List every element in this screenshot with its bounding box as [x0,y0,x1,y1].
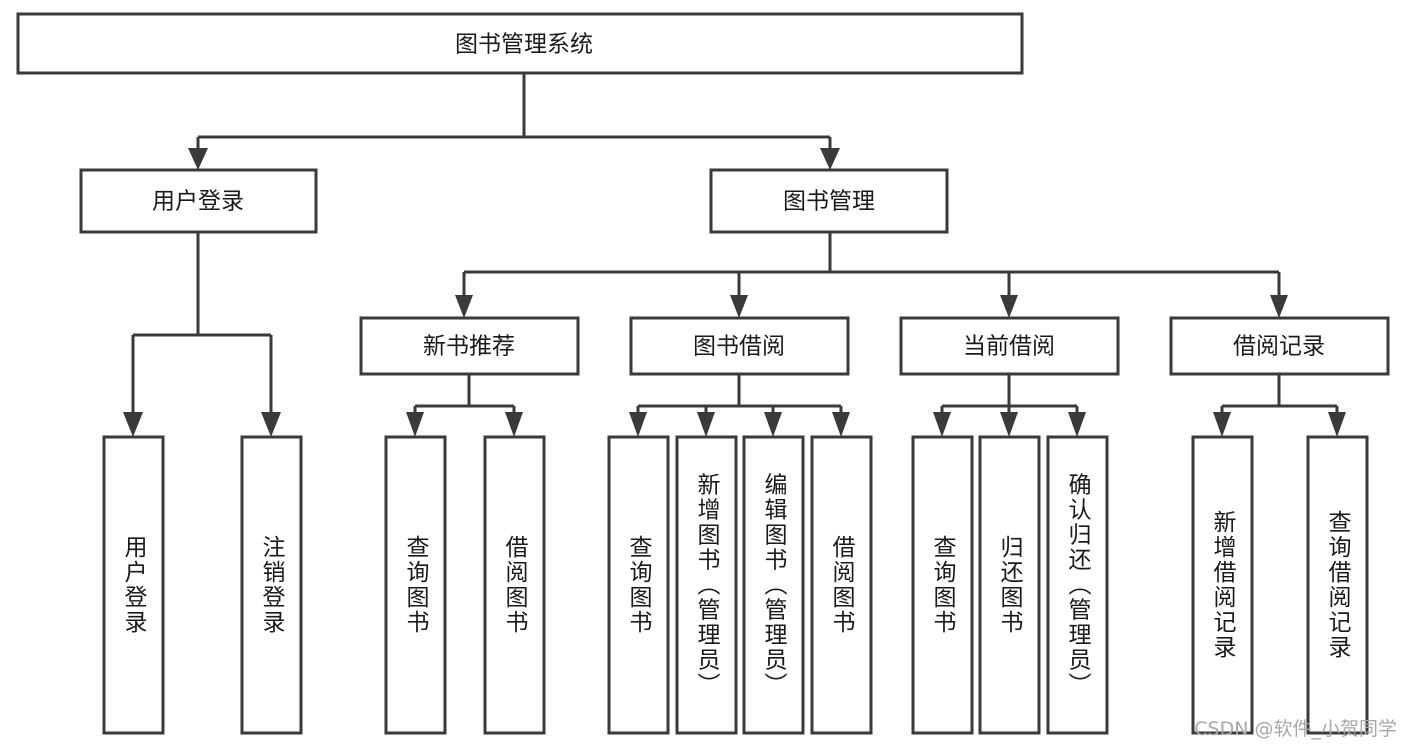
node-leaf-query-book-1[interactable]: 查询图书 [384,435,447,735]
node-leaf-add-book-label: 新增图书（管理员） [693,473,721,698]
arrowhead-current-borrow [1000,295,1018,318]
node-leaf-query-book-2-label: 查询图书 [625,535,653,635]
node-leaf-edit-book-box [742,435,805,735]
arrowhead-leaf-borrow-book-2 [832,412,850,437]
arrowhead-book-manage [820,148,840,170]
node-leaf-user-login-box [102,435,165,735]
node-leaf-edit-book-label: 编辑图书（管理员） [760,473,788,698]
node-leaf-confirm-return-box [1046,435,1109,735]
node-root-box [16,12,1024,75]
node-leaf-query-book-2[interactable]: 查询图书 [607,435,670,735]
node-book-manage-label: 图书管理 [783,189,875,215]
node-book-borrow[interactable]: 图书借阅 [629,316,850,376]
node-leaf-logout-box [240,435,303,735]
arrowhead-leaf-logout [261,412,281,437]
node-leaf-query-book-3[interactable]: 查询图书 [911,435,974,735]
node-leaf-return-book-box [978,435,1041,735]
node-leaf-return-book-label: 归还图书 [996,535,1024,635]
node-user-login-label: 用户登录 [152,189,244,215]
arrowhead-new-book-rec [455,295,473,318]
node-leaf-add-record-label: 新增借阅记录 [1209,510,1237,660]
node-leaf-query-record[interactable]: 查询借阅记录 [1306,435,1369,735]
node-leaf-borrow-book-2-label: 借阅图书 [828,535,856,635]
node-leaf-logout-label: 注销登录 [258,535,286,635]
node-new-book-rec-label: 新书推荐 [423,334,515,360]
arrowhead-leaf-edit-book [764,412,782,437]
node-leaf-query-book-3-label: 查询图书 [929,535,957,635]
arrowhead-leaf-borrow-book-1 [505,412,523,437]
node-current-borrow-label: 当前借阅 [963,334,1055,360]
node-current-borrow[interactable]: 当前借阅 [899,316,1120,376]
node-book-manage-box [709,168,949,234]
node-current-borrow-box [899,316,1120,376]
arrowhead-user-login [188,148,208,170]
node-leaf-query-book-3-box [911,435,974,735]
node-borrow-record-box [1169,316,1390,376]
connector-layer [123,73,1346,437]
node-borrow-record[interactable]: 借阅记录 [1169,316,1390,376]
node-leaf-user-login-label: 用户登录 [120,535,148,635]
node-root-label: 图书管理系统 [455,32,593,58]
arrowhead-leaf-return-book [1000,412,1018,437]
node-leaf-query-book-1-box [384,435,447,735]
arrowhead-leaf-query-book-2 [629,412,647,437]
node-leaf-query-book-1-label: 查询图书 [402,535,430,635]
node-book-manage[interactable]: 图书管理 [709,168,949,234]
node-leaf-query-record-label: 查询借阅记录 [1324,510,1352,660]
arrowhead-leaf-add-record [1213,412,1231,437]
node-leaf-logout[interactable]: 注销登录 [240,435,303,735]
node-new-book-rec-box [359,316,580,376]
node-leaf-borrow-book-2-box [810,435,873,735]
arrowhead-book-borrow [730,295,748,318]
node-leaf-borrow-book-1-box [483,435,546,735]
node-leaf-query-book-2-box [607,435,670,735]
arrowhead-leaf-user-login [123,412,143,437]
node-leaf-borrow-book-2[interactable]: 借阅图书 [810,435,873,735]
node-new-book-rec[interactable]: 新书推荐 [359,316,580,376]
node-leaf-confirm-return-label: 确认归还（管理员） [1064,473,1092,698]
node-user-login-box [79,168,318,234]
arrowhead-leaf-query-book-3 [933,412,951,437]
node-leaf-borrow-book-1[interactable]: 借阅图书 [483,435,546,735]
arrowhead-leaf-query-record [1328,412,1346,437]
node-leaf-confirm-return[interactable]: 确认归还（管理员） [1046,435,1109,735]
node-book-borrow-box [629,316,850,376]
arrowhead-leaf-add-book [697,412,715,437]
arrowhead-leaf-confirm-return [1068,412,1086,437]
node-book-borrow-label: 图书借阅 [693,334,785,360]
node-leaf-add-record[interactable]: 新增借阅记录 [1191,435,1254,735]
node-leaf-borrow-book-1-label: 借阅图书 [501,535,529,635]
node-user-login[interactable]: 用户登录 [79,168,318,234]
node-leaf-add-record-box [1191,435,1254,735]
arrowhead-leaf-query-book-1 [406,412,424,437]
node-leaf-add-book-box [675,435,738,735]
node-root[interactable]: 图书管理系统 [16,12,1024,75]
node-leaf-add-book[interactable]: 新增图书（管理员） [675,435,738,735]
node-leaf-query-record-box [1306,435,1369,735]
node-leaf-return-book[interactable]: 归还图书 [978,435,1041,735]
node-leaf-user-login[interactable]: 用户登录 [102,435,165,735]
node-leaf-edit-book[interactable]: 编辑图书（管理员） [742,435,805,735]
arrowhead-borrow-record [1270,295,1288,318]
node-borrow-record-label: 借阅记录 [1233,334,1325,360]
